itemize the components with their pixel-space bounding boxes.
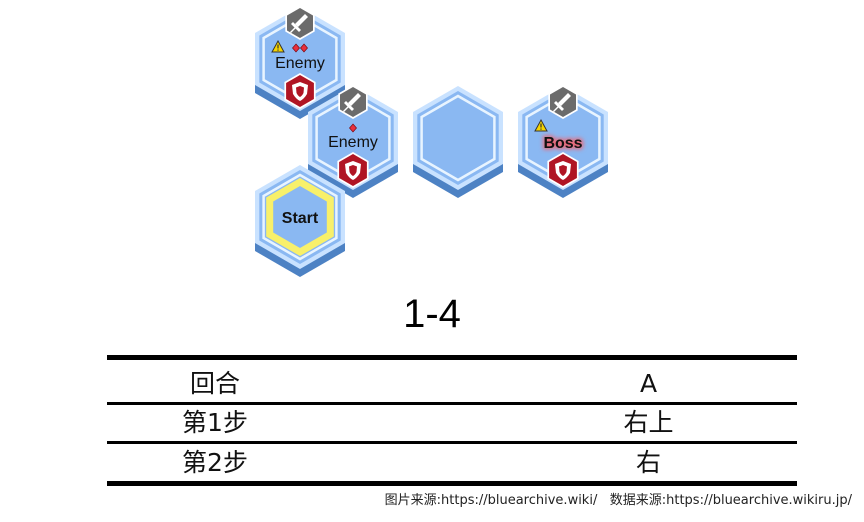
sword-icon: [338, 85, 368, 119]
shield-icon: [284, 73, 316, 109]
boss-label-glow: Boss: [543, 135, 582, 152]
start-ring: [266, 177, 334, 257]
warning-icon: [271, 39, 285, 53]
diamond-icon: [349, 123, 357, 133]
table-row-step2-move: 右: [635, 448, 661, 477]
enemy-tile[interactable]: Enemy: [308, 85, 398, 198]
shield-icon: [547, 152, 579, 188]
table-row-step1-move: 右上: [623, 408, 674, 437]
enemy-tile[interactable]: Enemy: [255, 6, 345, 119]
diamond-icon: [292, 43, 300, 53]
tile-face: [417, 91, 499, 185]
warning-icon: [534, 118, 548, 132]
tile-face: [312, 91, 394, 185]
sword-icon: [548, 85, 578, 119]
stage-title: 1-4: [403, 292, 461, 336]
tile-inner-ring: [420, 94, 496, 182]
table-divider: [107, 441, 797, 444]
table-divider: [107, 402, 797, 405]
enemy-label: Enemy: [275, 55, 325, 72]
tile-inner-ring: [262, 173, 338, 261]
start-label: Start: [282, 210, 319, 227]
start-tile[interactable]: Start: [255, 165, 345, 277]
table-row-step1-label: 第1步: [182, 408, 248, 437]
table-top-rule: [107, 355, 797, 360]
diamond-icon: [300, 43, 308, 53]
tile-face: [259, 12, 341, 106]
tile-face: [522, 91, 604, 185]
sword-icon: [285, 6, 315, 40]
empty-tile[interactable]: [413, 86, 503, 198]
table-bottom-rule: [107, 481, 797, 486]
table-row-step2-label: 第2步: [182, 448, 248, 477]
table-header-team: A: [639, 369, 658, 398]
shield-icon: [337, 152, 369, 188]
boss-label: Boss: [543, 135, 582, 152]
enemy-label: Enemy: [328, 134, 378, 151]
table-header-round: 回合: [189, 369, 240, 398]
source-credit: 图片来源:https://bluearchive.wiki/ 数据来源:http…: [384, 493, 852, 508]
